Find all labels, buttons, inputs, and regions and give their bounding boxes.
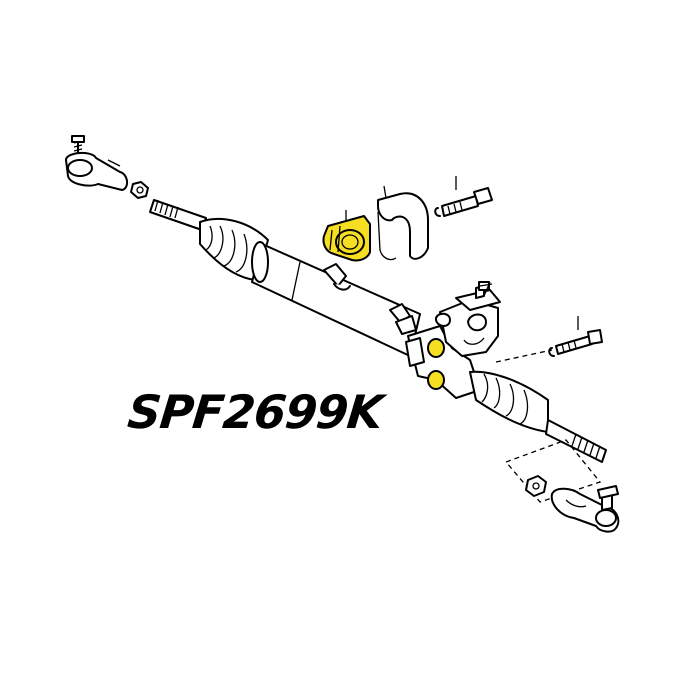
rack-mount-bushing bbox=[322, 210, 371, 262]
left-tie-rod bbox=[149, 199, 207, 231]
rack-housing bbox=[251, 241, 421, 357]
right-lock-nut bbox=[525, 475, 547, 497]
mount-bolt bbox=[434, 176, 493, 217]
pinion-housing-bushings bbox=[427, 338, 445, 390]
pinion-housing bbox=[405, 281, 501, 399]
part-number-label: SPF2699K bbox=[125, 385, 385, 439]
right-tie-rod bbox=[545, 419, 607, 463]
right-tie-rod-end bbox=[550, 485, 620, 533]
left-tie-rod-end bbox=[65, 135, 128, 191]
left-lock-nut bbox=[130, 181, 149, 199]
right-boot bbox=[469, 370, 549, 433]
mount-bracket bbox=[377, 185, 429, 261]
right-mount-bolt bbox=[495, 316, 603, 363]
